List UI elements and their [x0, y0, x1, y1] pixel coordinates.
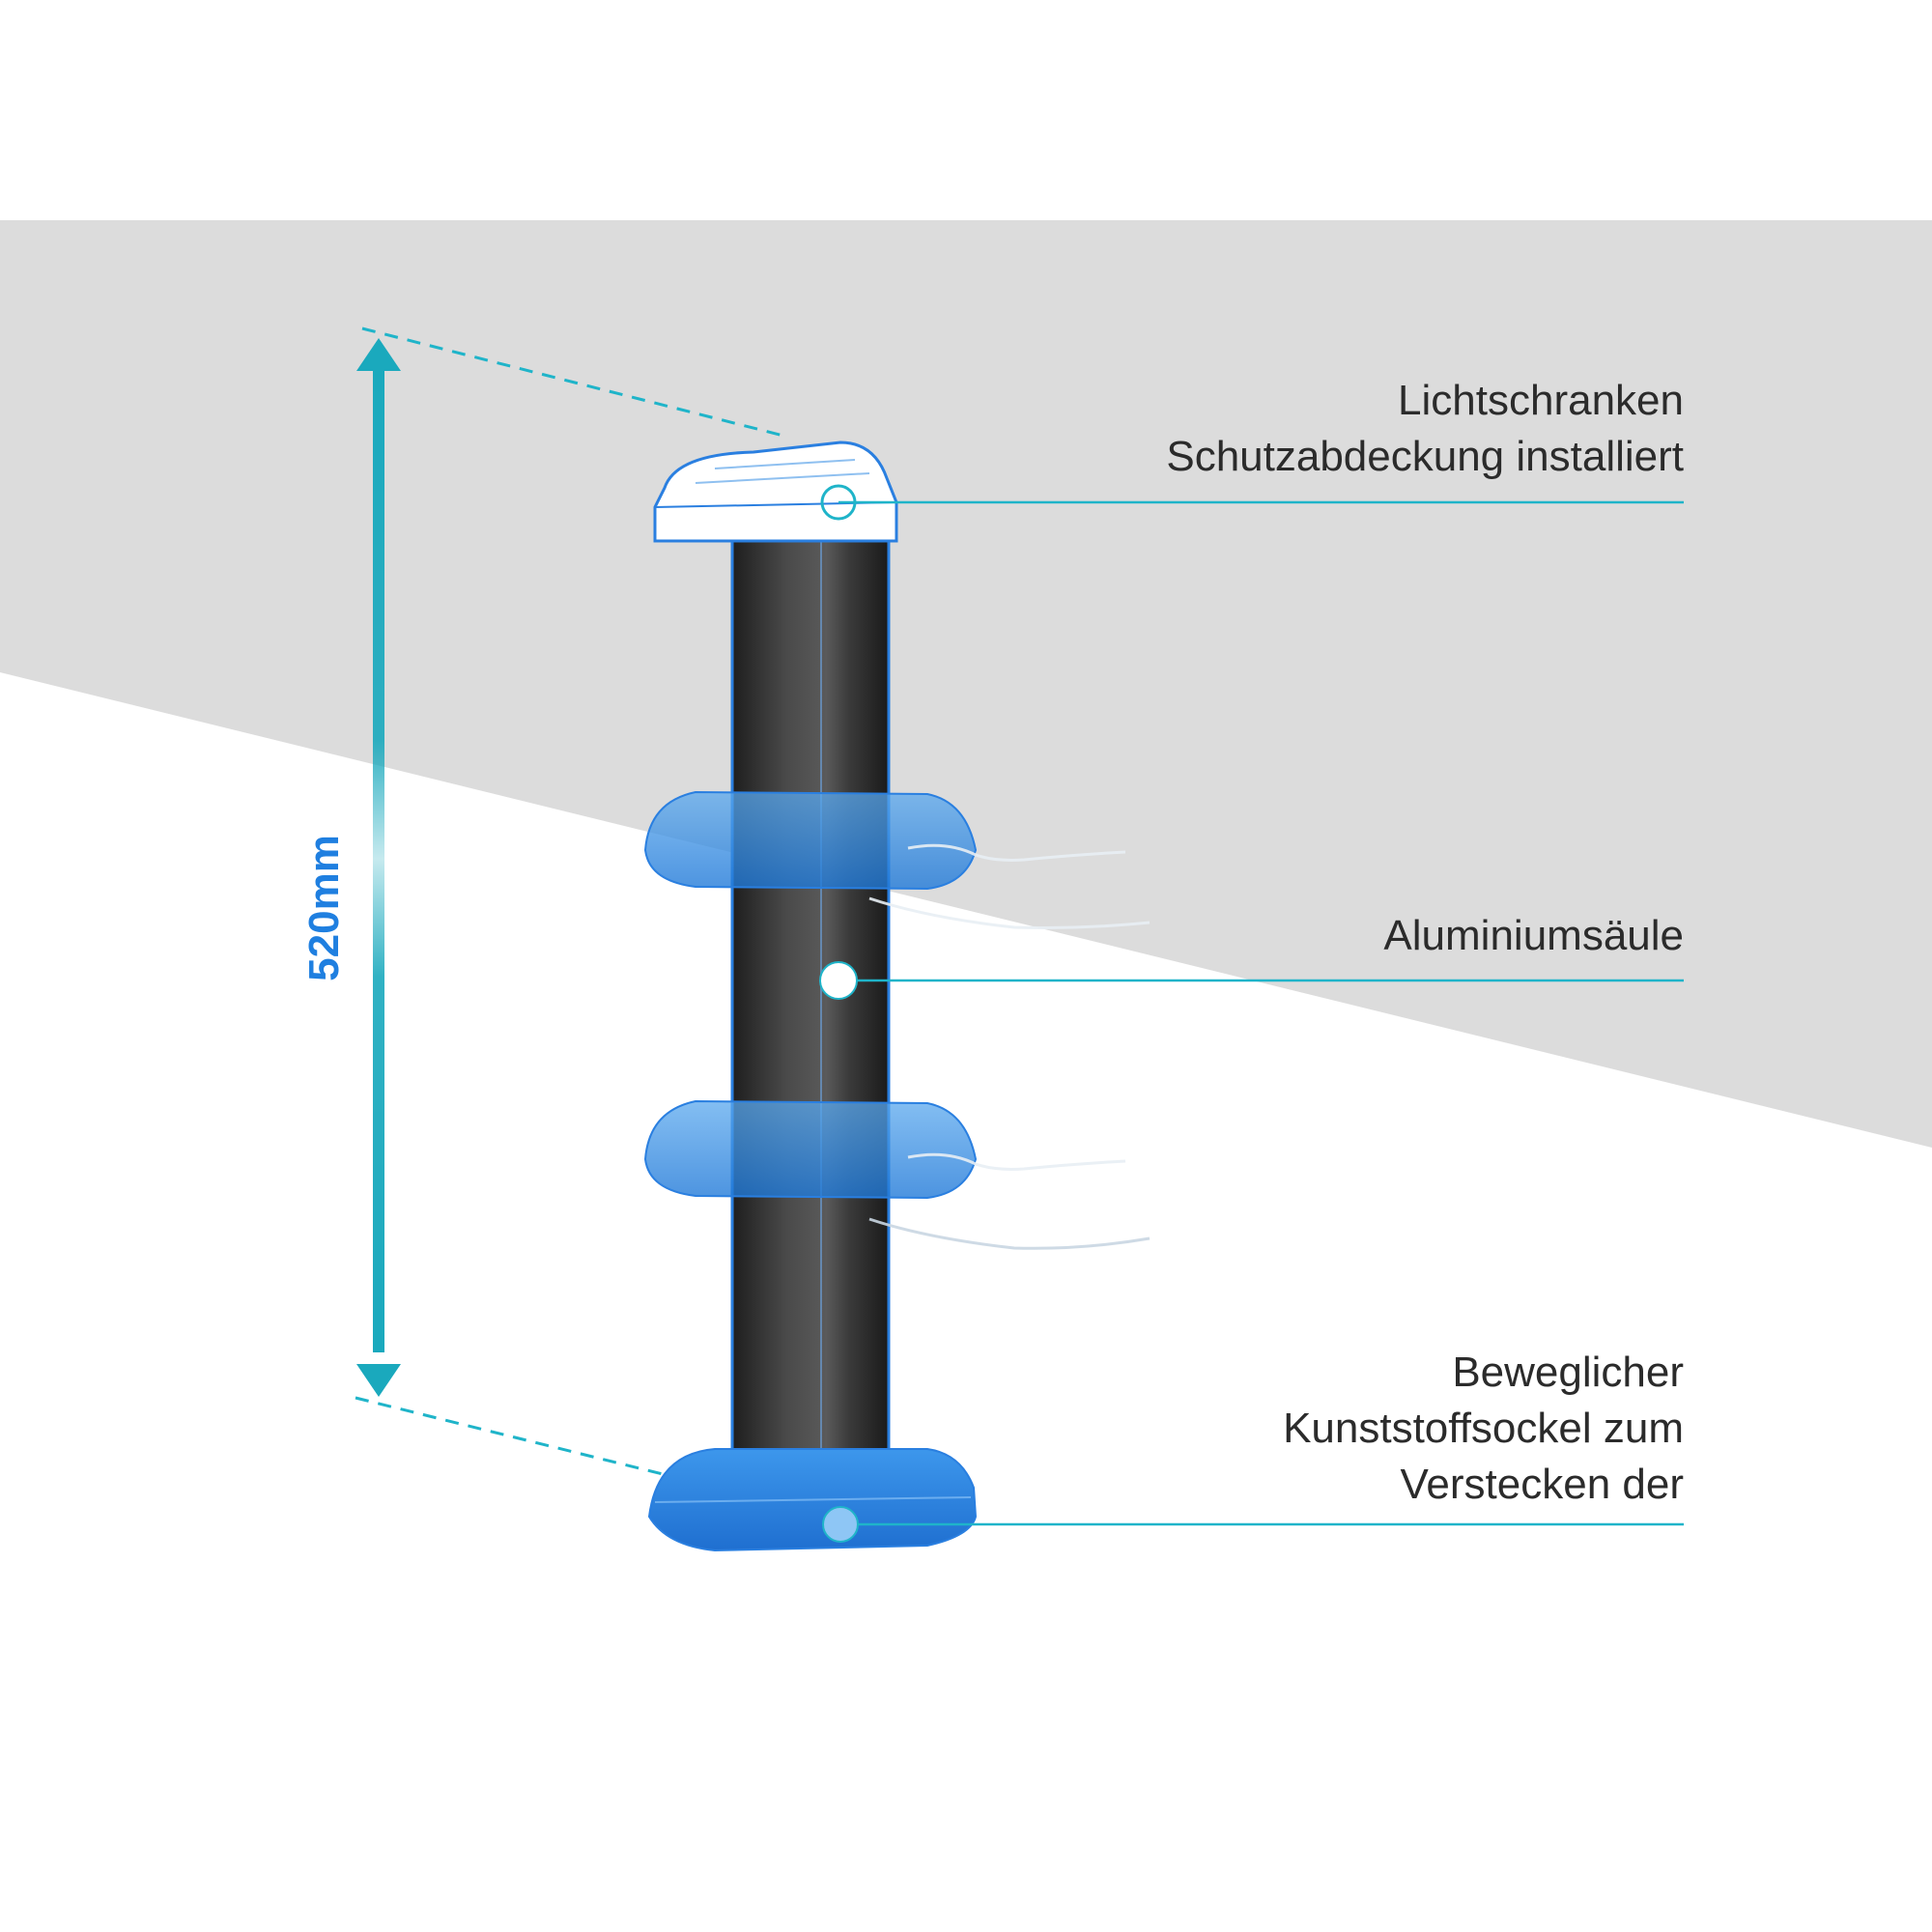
aluminium-column	[730, 527, 891, 1497]
light-beam-shelf-upper	[643, 790, 1151, 929]
marker-cover	[820, 484, 857, 521]
plastic-base	[647, 1448, 978, 1552]
background-band	[0, 220, 1932, 1148]
callout-plastic-base: Beweglicher Kunststoffsockel zum Verstec…	[1283, 1345, 1684, 1513]
callout-line: Aluminiumsäule	[1383, 912, 1684, 959]
callout-line: Beweglicher	[1452, 1349, 1684, 1396]
callout-line: Lichtschranken	[1398, 377, 1684, 424]
callout-protective-cover: Lichtschranken Schutzabdeckung installie…	[1166, 373, 1684, 485]
dimension-guide-top	[361, 327, 788, 439]
dimension-guide-bottom	[355, 1396, 668, 1477]
callout-line: Schutzabdeckung installiert	[1166, 433, 1684, 480]
marker-base	[822, 1506, 859, 1543]
marker-column	[819, 961, 858, 1000]
callout-line: Kunststoffsockel zum	[1283, 1405, 1684, 1452]
callout-line: Verstecken der	[1400, 1461, 1685, 1508]
dimension-value: 520mm	[300, 835, 349, 981]
light-beam-shelf-lower	[643, 1099, 1151, 1250]
dimension-arrow	[356, 338, 401, 1397]
dimension-label: 520mm	[267, 835, 383, 981]
callout-aluminium-column: Aluminiumsäule	[1383, 908, 1684, 964]
